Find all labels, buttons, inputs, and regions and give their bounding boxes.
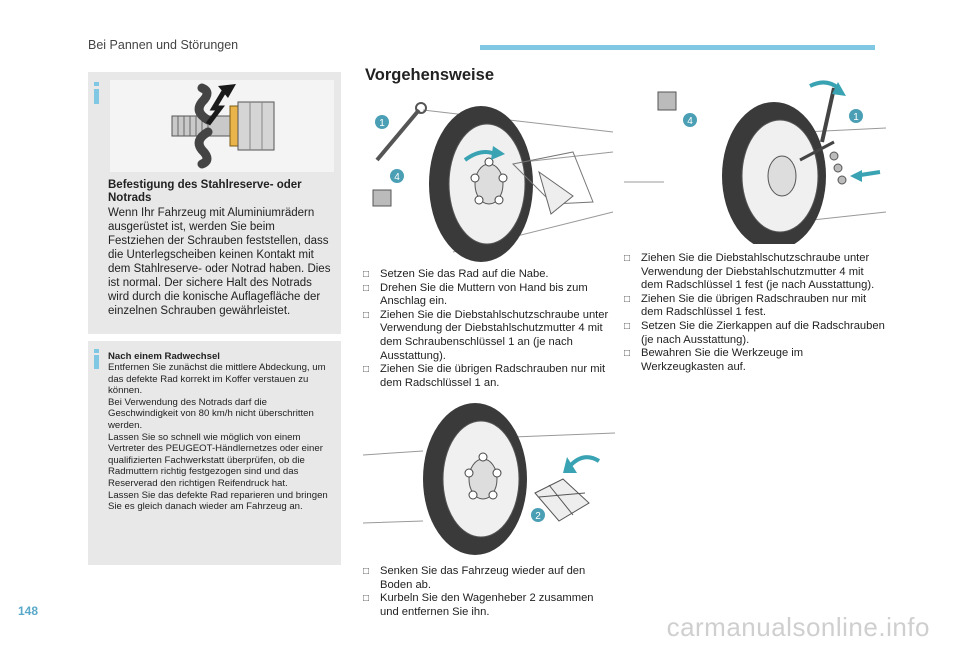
step-item: Kurbeln Sie den Wagenheber 2 zusammen un… (363, 592, 613, 619)
page-number: 148 (18, 604, 39, 618)
step-item: Senken Sie das Fahrzeug wieder auf den B… (363, 565, 613, 592)
steps-lower: Senken Sie das Fahrzeug wieder auf den B… (363, 565, 613, 619)
info-box-after-wheel-change: Nach einem Radwechsel Entfernen Sie zunä… (88, 341, 341, 565)
step-item: Ziehen Sie die übrigen Radschrauben nur … (624, 293, 886, 320)
info-box-1-body: Wenn Ihr Fahrzeug mit Aluminiumrädern au… (108, 207, 331, 317)
step-item: Ziehen Sie die Diebstahlschutzschraube u… (363, 309, 613, 363)
procedure-title: Vorgehensweise (365, 66, 494, 84)
info-box-2-paragraph: Lassen Sie das defekte Rad reparieren un… (108, 489, 328, 513)
info-box-2-title: Nach einem Radwechsel (108, 351, 220, 362)
step-item: Setzen Sie die Zierkappen auf die Radsch… (624, 320, 886, 347)
step-item: Ziehen Sie die Diebstahlschutzschraube u… (624, 252, 886, 293)
wheel-bolt-illustration (110, 80, 334, 172)
callout-jack: 2 (535, 511, 541, 522)
watermark: carmanualsonline.info (666, 612, 930, 642)
step-item: Drehen Sie die Muttern von Hand bis zum … (363, 282, 613, 309)
info-box-2-paragraph: Entfernen Sie zunächst die mittlere Abde… (108, 362, 326, 397)
info-icon (94, 355, 99, 369)
section-header: Bei Pannen und Störungen (88, 38, 239, 52)
tighten-bolts-illustration: 1 4 (624, 72, 887, 250)
info-box-spare-wheel: Befestigung des Stahlreserve- oder Notra… (88, 72, 341, 334)
callout-antitheft: 4 (687, 116, 693, 127)
lower-jack-illustration: 2 (362, 393, 616, 558)
step-item: Bewahren Sie die Werkzeuge im Werkzeugka… (624, 347, 886, 374)
step-item: Setzen Sie das Rad auf die Nabe. (363, 268, 613, 282)
step-item: Ziehen Sie die übrigen Radschrauben nur … (363, 363, 613, 390)
steps-mount: Setzen Sie das Rad auf die Nabe. Drehen … (363, 268, 613, 390)
mount-wheel-illustration: 1 4 (363, 92, 615, 262)
callout-wrench: 1 (853, 112, 859, 123)
info-box-1-title: Befestigung des Stahlreserve- oder Notra… (108, 179, 302, 204)
info-icon-dot (94, 349, 99, 353)
header-accent-bar (480, 45, 875, 50)
info-icon-dot (94, 82, 99, 86)
info-box-2-paragraph: Bei Verwendung des Notrads darf die Gesc… (108, 396, 314, 431)
callout-antitheft: 4 (394, 172, 400, 183)
info-box-2-paragraph: Lassen Sie so schnell wie möglich von ei… (108, 431, 323, 489)
callout-wrench: 1 (379, 118, 385, 129)
info-box-2-body: Entfernen Sie zunächst die mittlere Abde… (108, 362, 336, 513)
info-icon (94, 89, 99, 104)
steps-tighten: Ziehen Sie die Diebstahlschutzschraube u… (624, 252, 886, 374)
